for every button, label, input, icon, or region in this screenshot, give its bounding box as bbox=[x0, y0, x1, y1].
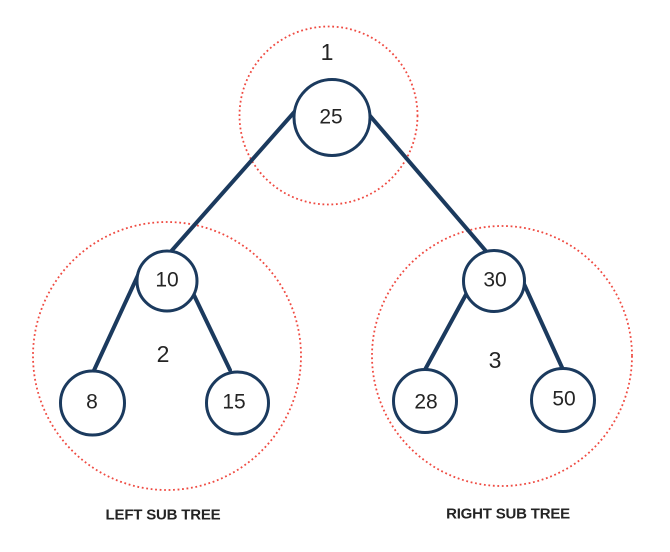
edge-right-to-rightright bbox=[517, 271, 567, 376]
node-left-right-value: 15 bbox=[222, 391, 245, 414]
left-subtree-caption: LEFT SUB TREE bbox=[106, 507, 221, 524]
node-left-value: 10 bbox=[155, 269, 178, 292]
root-group-ring bbox=[238, 25, 419, 206]
right-subtree-caption: RIGHT SUB TREE bbox=[446, 506, 570, 523]
right-subtree-ring bbox=[371, 225, 633, 487]
subtree-rings bbox=[32, 25, 633, 491]
node-right-right-circle bbox=[530, 367, 596, 433]
node-right-left-value: 28 bbox=[414, 391, 437, 414]
edge-root-to-left bbox=[165, 107, 299, 258]
node-right-right: 50 bbox=[530, 367, 596, 433]
group-number-labels: 1 2 3 bbox=[157, 39, 502, 373]
left-group-number: 2 bbox=[157, 341, 170, 367]
edge-left-to-leftleft bbox=[88, 271, 141, 381]
node-left-circle bbox=[135, 249, 199, 313]
node-right-left-circle bbox=[392, 368, 458, 434]
node-left-right: 15 bbox=[205, 370, 270, 436]
node-right: 30 bbox=[462, 249, 526, 313]
node-left-right-circle bbox=[205, 370, 270, 436]
subtree-captions: LEFT SUB TREE RIGHT SUB TREE bbox=[106, 506, 571, 524]
right-group-number: 3 bbox=[489, 347, 502, 373]
node-right-left: 28 bbox=[392, 368, 458, 434]
node-root-value: 25 bbox=[319, 106, 342, 129]
edge-root-to-right bbox=[363, 108, 493, 259]
node-right-circle bbox=[462, 249, 526, 313]
left-subtree-ring bbox=[32, 221, 302, 491]
node-root: 25 bbox=[292, 78, 372, 157]
node-left-left-value: 8 bbox=[86, 391, 98, 414]
node-right-value: 30 bbox=[483, 269, 506, 292]
node-left: 10 bbox=[135, 249, 199, 313]
tree-edges bbox=[88, 107, 567, 381]
node-left-left: 8 bbox=[59, 369, 126, 437]
root-group-number: 1 bbox=[321, 39, 334, 65]
tree-nodes: 25 10 8 15 30 28 bbox=[59, 78, 596, 437]
node-right-right-value: 50 bbox=[552, 388, 575, 411]
edge-left-to-leftright bbox=[190, 289, 232, 372]
node-root-circle bbox=[292, 78, 372, 157]
node-left-left-circle bbox=[59, 369, 126, 437]
